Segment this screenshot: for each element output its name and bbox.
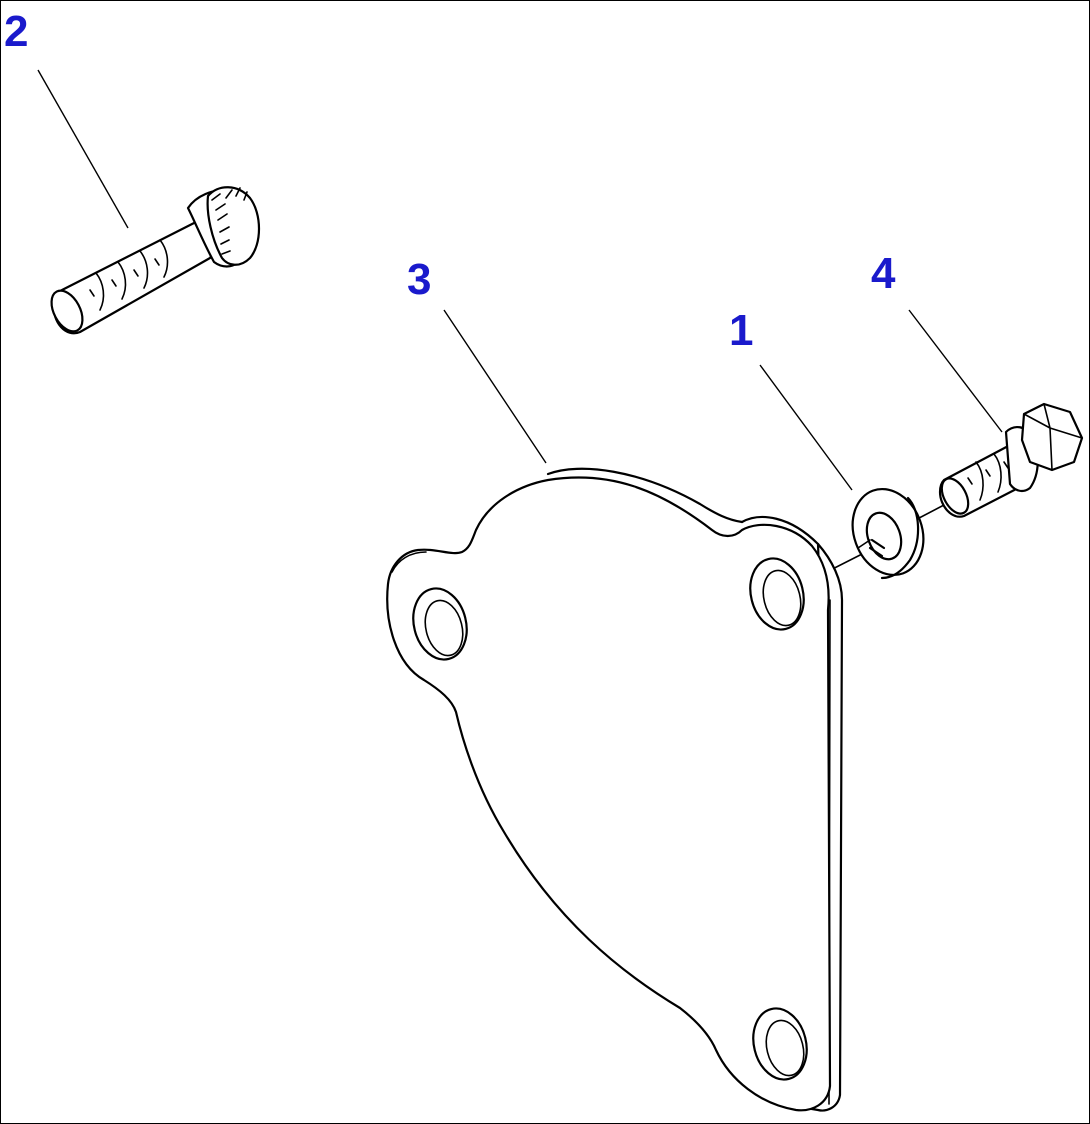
hex-bolt-icon bbox=[938, 402, 1084, 518]
callout-3-label: 3 bbox=[407, 255, 431, 304]
leader-line-3 bbox=[443, 309, 547, 464]
callout-1-label: 1 bbox=[729, 306, 753, 355]
callout-4-label: 4 bbox=[871, 249, 896, 298]
flange-bolt-icon bbox=[50, 186, 260, 335]
cover-plate-icon bbox=[386, 467, 844, 1112]
leader-line-1 bbox=[759, 364, 853, 491]
leader-line-2 bbox=[37, 69, 129, 229]
spring-washer-icon bbox=[851, 487, 925, 580]
leader-line-4 bbox=[908, 309, 1003, 433]
callout-2-label: 2 bbox=[4, 7, 28, 56]
